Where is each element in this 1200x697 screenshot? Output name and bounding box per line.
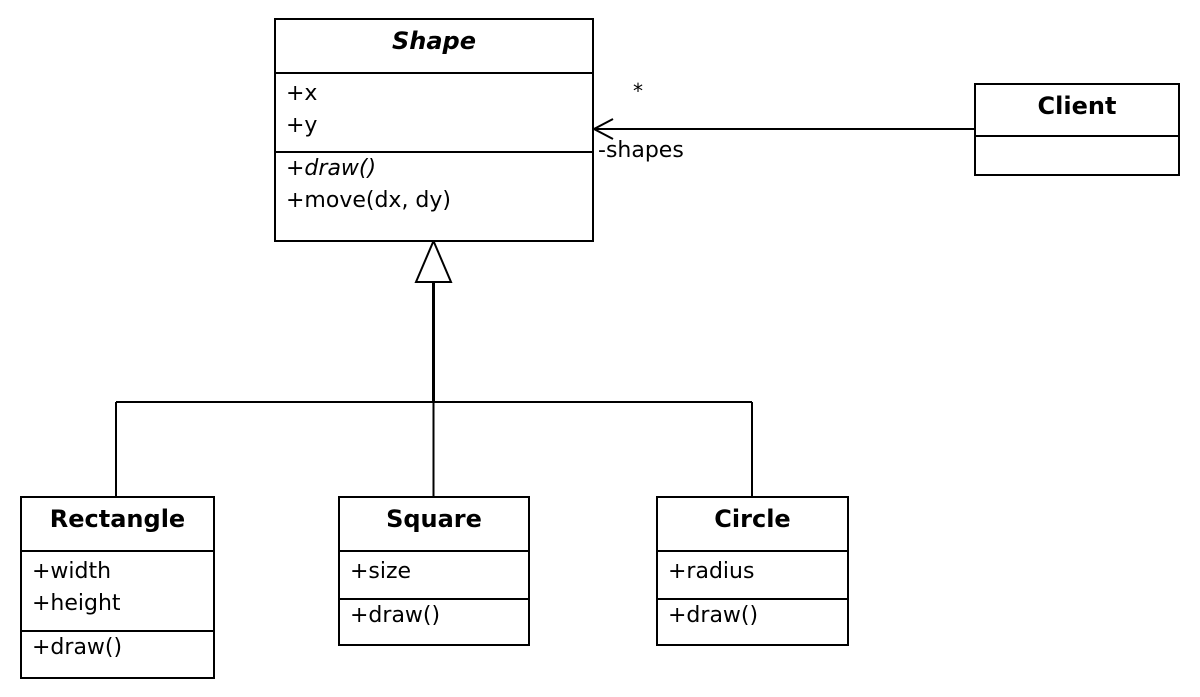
class-rectangle-operations: +draw() — [22, 632, 213, 664]
attribute-y: +y — [286, 113, 318, 138]
class-client[interactable]: Client — [974, 83, 1180, 176]
class-circle-name: Circle — [658, 498, 847, 552]
attribute-height: +height — [32, 591, 121, 616]
class-rectangle-name: Rectangle — [22, 498, 213, 552]
class-rectangle[interactable]: Rectangle +width +height +draw() — [20, 496, 215, 679]
class-square-attributes: +size — [340, 552, 528, 600]
attribute-width: +width — [32, 559, 112, 584]
association-role: -shapes — [598, 138, 684, 163]
generalization-triangle — [414, 238, 453, 283]
operation-draw: +draw() — [668, 603, 759, 628]
class-square-operations: +draw() — [340, 600, 528, 632]
class-circle-attributes: +radius — [658, 552, 847, 600]
association-arrowhead — [591, 118, 614, 140]
attribute-size: +size — [350, 559, 412, 584]
class-square[interactable]: Square +size +draw() — [338, 496, 530, 646]
association-multiplicity: * — [633, 79, 643, 103]
operation-draw: +draw() — [286, 156, 377, 181]
attribute-radius: +radius — [668, 559, 755, 584]
class-rectangle-attributes: +width +height — [22, 552, 213, 632]
class-client-body — [976, 137, 1178, 174]
class-shape-attributes: +x +y — [276, 74, 592, 153]
operation-draw: +draw() — [350, 603, 441, 628]
class-circle[interactable]: Circle +radius +draw() — [656, 496, 849, 646]
class-shape[interactable]: Shape +x +y +draw() +move(dx, dy) — [274, 18, 594, 242]
class-circle-operations: +draw() — [658, 600, 847, 632]
operation-move: +move(dx, dy) — [286, 188, 451, 213]
class-shape-operations: +draw() +move(dx, dy) — [276, 153, 592, 217]
class-client-name: Client — [976, 85, 1178, 137]
operation-draw: +draw() — [32, 635, 123, 660]
class-square-name: Square — [340, 498, 528, 552]
class-shape-name: Shape — [276, 20, 592, 74]
attribute-x: +x — [286, 81, 318, 106]
